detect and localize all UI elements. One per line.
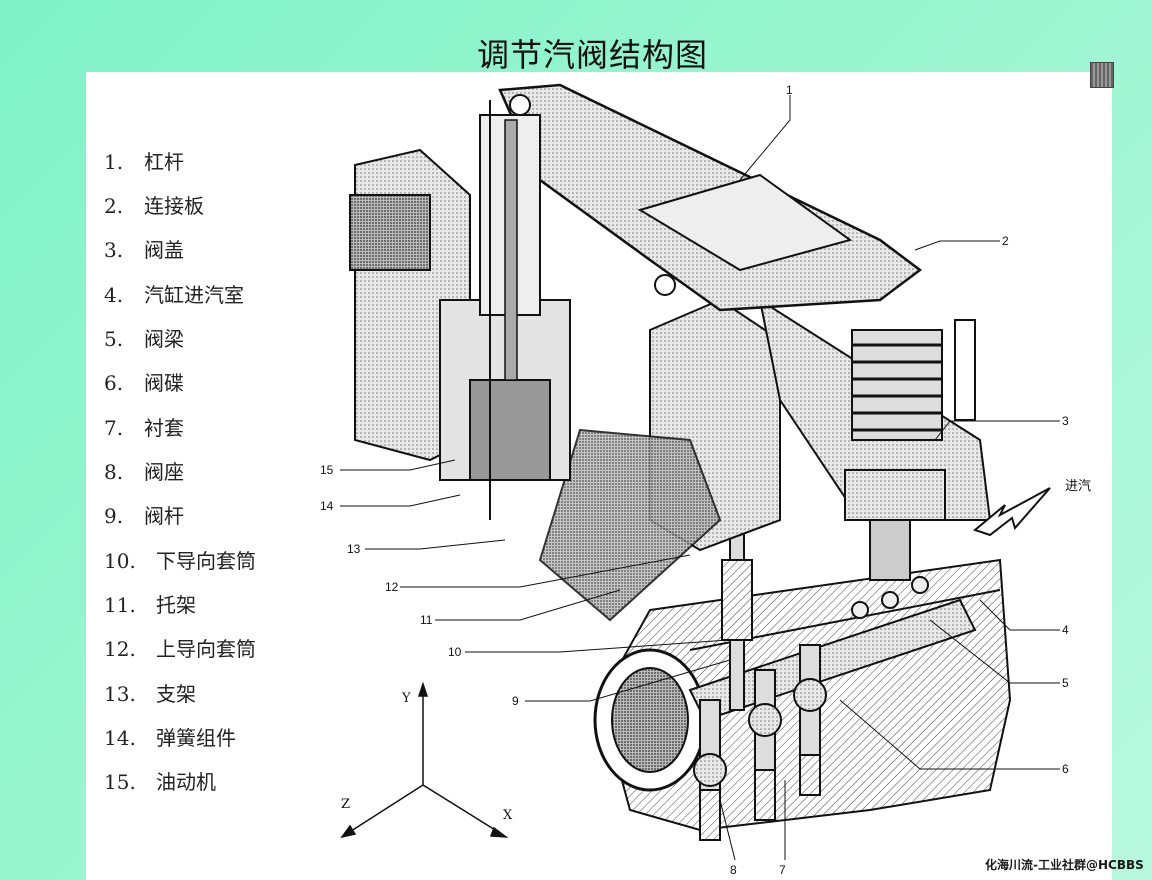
part-item: 1.杠杆 — [104, 150, 184, 174]
callout-2: 2 — [1002, 234, 1009, 248]
steam-inlet-arrow: 进汽 — [972, 479, 1091, 537]
part-item: 15.油动机 — [104, 770, 216, 794]
part-item: 9.阀杆 — [104, 504, 184, 528]
callout-12: 12 — [385, 580, 399, 594]
callout-8: 8 — [730, 863, 737, 877]
part-item: 11.托架 — [104, 593, 196, 617]
axis-y-label: Y — [401, 691, 411, 706]
spring-assembly — [851, 319, 976, 441]
callout-6: 6 — [1062, 762, 1069, 776]
callout-15: 15 — [320, 463, 334, 477]
coordinate-axes — [340, 681, 509, 839]
part-item: 12.上导向套筒 — [104, 637, 256, 661]
callout-1: 1 — [786, 83, 793, 97]
axis-x-label: X — [503, 808, 513, 823]
part-item: 14.弹簧组件 — [104, 726, 236, 750]
part-item: 13.支架 — [104, 682, 196, 706]
part-item: 10.下导向套筒 — [104, 549, 256, 573]
valve-cover — [844, 469, 946, 581]
slide-menu-button[interactable] — [1090, 62, 1114, 88]
page-title: 调节汽阀结构图 — [476, 36, 708, 74]
callout-lines — [340, 95, 1060, 861]
part-item: 8.阀座 — [104, 460, 184, 484]
part-item: 7.衬套 — [104, 416, 184, 440]
callout-3: 3 — [1062, 414, 1069, 428]
axis-z-label: Z — [341, 797, 350, 812]
part-item: 2.连接板 — [104, 194, 204, 218]
part-item: 5.阀梁 — [104, 327, 184, 351]
part-item: 3.阀盖 — [104, 238, 184, 262]
callout-14: 14 — [320, 499, 334, 513]
valve-discs — [693, 644, 827, 841]
callout-9: 9 — [512, 694, 519, 708]
watermark: 化海川流-工业社群@HCBBS — [985, 858, 1144, 872]
bracket — [538, 297, 992, 622]
part-item: 6.阀碟 — [104, 371, 184, 395]
part-item: 4.汽缸进汽室 — [104, 283, 244, 307]
callout-10: 10 — [448, 645, 462, 659]
valve-structure-drawing: 1 2 3 4 5 6 7 8 9 10 11 12 13 14 15 进汽 Y… — [320, 83, 1091, 877]
lever — [498, 83, 923, 312]
callout-labels: 1 2 3 4 5 6 7 8 9 10 11 12 13 14 15 — [320, 83, 1069, 877]
inlet-label: 进汽 — [1065, 479, 1091, 494]
callout-5: 5 — [1062, 676, 1069, 690]
callout-7: 7 — [779, 863, 786, 877]
servomotor — [349, 100, 571, 520]
callout-11: 11 — [420, 613, 433, 627]
callout-13: 13 — [347, 542, 361, 556]
callout-4: 4 — [1062, 623, 1069, 637]
